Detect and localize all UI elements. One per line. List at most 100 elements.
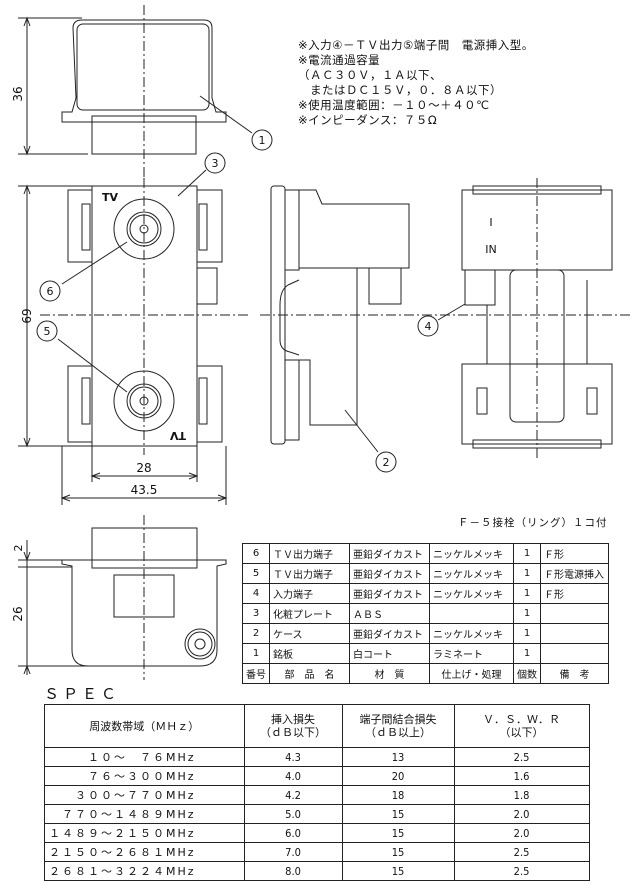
part-remarks xyxy=(540,643,609,664)
insertion-loss: 5.0 xyxy=(243,804,343,824)
callout-1: 1 xyxy=(259,134,266,147)
part-finish: ニッケルメッキ xyxy=(429,583,514,604)
part-material: 白コート xyxy=(349,643,430,664)
insertion-loss: 4.0 xyxy=(243,766,343,786)
vswr: 1.8 xyxy=(453,785,590,805)
header-remarks: 備 考 xyxy=(540,663,609,684)
header-material: 材 質 xyxy=(349,663,430,684)
table-row: ２６８１～３２２４MHz 8.0 15 2.5 xyxy=(44,861,590,881)
dim-26: 26 xyxy=(11,606,25,621)
table-row: ７６～３００MHz 4.0 20 1.6 xyxy=(44,766,590,786)
callout-5: 5 xyxy=(44,325,51,338)
technical-drawing: 36 69 28 43.5 2 26 TV TV I IN 1 2 3 4 5 … xyxy=(11,5,632,680)
part-no: 5 xyxy=(242,563,270,584)
part-finish: ラミネート xyxy=(429,643,514,664)
table-row: 6 ＴＶ出力端子 亜鉛ダイカスト ニッケルメッキ 1 Ｆ形 xyxy=(242,543,609,564)
table-header-row: 番号 部 品 名 材 質 仕上げ・処理 個数 備 考 xyxy=(242,663,609,684)
insertion-loss: 4.2 xyxy=(243,785,343,805)
header-qty: 個数 xyxy=(513,663,541,684)
header-isolation: 端子間結合損失（ｄＢ以上） xyxy=(341,704,455,748)
vswr: 1.6 xyxy=(453,766,590,786)
header-insertion-loss: 挿入損失（ｄＢ以下） xyxy=(243,704,343,748)
part-qty: 1 xyxy=(513,543,541,564)
frequency-band: ２６８１～３２２４MHz xyxy=(44,861,245,881)
top-view xyxy=(18,5,273,178)
frequency-band: ３００～７７０MHz xyxy=(44,785,245,805)
part-material: 亜鉛ダイカスト xyxy=(349,623,430,644)
frequency-band: １４８９～２１５０MHz xyxy=(44,823,245,843)
table-row: 5 ＴＶ出力端子 亜鉛ダイカスト ニッケルメッキ 1 Ｆ形電源挿入 xyxy=(242,563,609,584)
note-current-ac: （ＡＣ３０Ｖ，１Ａ以下、 xyxy=(298,68,442,82)
note-current-dc: またはＤＣ１５Ｖ，０．８Ａ以下） xyxy=(298,83,502,97)
dim-28: 28 xyxy=(136,461,151,475)
vswr: 2.0 xyxy=(453,823,590,843)
part-no: 1 xyxy=(242,643,270,664)
insertion-loss: 7.0 xyxy=(243,842,343,862)
frequency-band: ７７０～１４８９MHz xyxy=(44,804,245,824)
spec-header-row: 周波数帯域（ＭＨｚ） 挿入損失（ｄＢ以下） 端子間結合損失（ｄＢ以上） Ｖ．Ｓ．… xyxy=(44,704,590,748)
callout-3: 3 xyxy=(212,157,219,170)
front-view xyxy=(18,152,250,505)
parts-table: 6 ＴＶ出力端子 亜鉛ダイカスト ニッケルメッキ 1 Ｆ形 5 ＴＶ出力端子 亜… xyxy=(242,543,609,684)
part-remarks: Ｆ形 xyxy=(540,583,609,604)
part-finish: ニッケルメッキ xyxy=(429,543,514,564)
callout-4: 4 xyxy=(425,320,432,333)
label-input-mark: I xyxy=(489,216,492,229)
part-name: ケース xyxy=(269,623,350,644)
spec-notes: ※入力④－ＴＶ出力⑤端子間 電源挿入型。 ※電流通過容量 （ＡＣ３０Ｖ，１Ａ以下… xyxy=(298,38,534,128)
part-name: ＴＶ出力端子 xyxy=(269,563,350,584)
part-qty: 1 xyxy=(513,623,541,644)
part-finish: ニッケルメッキ xyxy=(429,563,514,584)
part-name: 銘板 xyxy=(269,643,350,664)
part-name: ＴＶ出力端子 xyxy=(269,543,350,564)
label-tv-bottom: TV xyxy=(169,429,186,442)
isolation: 15 xyxy=(341,804,455,824)
part-remarks xyxy=(540,603,609,624)
frequency-band: ２１５０～２６８１MHz xyxy=(44,842,245,862)
frequency-band: ７６～３００MHz xyxy=(44,766,245,786)
side-view xyxy=(260,185,440,473)
table-row: ２１５０～２６８１MHz 7.0 15 2.5 xyxy=(44,842,590,862)
label-tv-top: TV xyxy=(102,191,119,204)
part-no: 3 xyxy=(242,603,270,624)
header-finish: 仕上げ・処理 xyxy=(429,663,514,684)
isolation: 13 xyxy=(341,747,455,767)
dim-43-5: 43.5 xyxy=(131,483,158,497)
vswr: 2.5 xyxy=(453,747,590,767)
part-material: 亜鉛ダイカスト xyxy=(349,543,430,564)
table-row: ３００～７７０MHz 4.2 18 1.8 xyxy=(44,785,590,805)
table-row: 3 化粧プレート ＡＢＳ 1 xyxy=(242,603,609,624)
insertion-loss: 6.0 xyxy=(243,823,343,843)
table-row: 4 入力端子 亜鉛ダイカスト ニッケルメッキ 1 Ｆ形 xyxy=(242,583,609,604)
callout-2: 2 xyxy=(383,456,390,469)
table-row: １４８９～２１５０MHz 6.0 15 2.0 xyxy=(44,823,590,843)
spec-table: 周波数帯域（ＭＨｚ） 挿入損失（ｄＢ以下） 端子間結合損失（ｄＢ以上） Ｖ．Ｓ．… xyxy=(44,704,590,881)
table-row: 1 銘板 白コート ラミネート 1 xyxy=(242,643,609,664)
note-temperature: ※使用温度範囲：－１０～＋４０℃ xyxy=(298,98,490,112)
part-finish xyxy=(429,603,514,624)
header-vswr: Ｖ．Ｓ．Ｗ．Ｒ（以下） xyxy=(453,704,590,748)
vswr: 2.0 xyxy=(453,804,590,824)
isolation: 15 xyxy=(341,842,455,862)
dim-2: 2 xyxy=(12,545,25,552)
table-row: ７７０～１４８９MHz 5.0 15 2.0 xyxy=(44,804,590,824)
part-no: 4 xyxy=(242,583,270,604)
rear-view xyxy=(417,178,632,460)
note-impedance: ※インピーダンス：７５Ω xyxy=(298,113,438,127)
bottom-view xyxy=(18,515,227,680)
isolation: 18 xyxy=(341,785,455,805)
part-qty: 1 xyxy=(513,643,541,664)
part-finish: ニッケルメッキ xyxy=(429,623,514,644)
part-material: 亜鉛ダイカスト xyxy=(349,563,430,584)
spec-title: ＳＰＥＣ xyxy=(44,685,121,703)
note-current-capacity: ※電流通過容量 xyxy=(298,53,381,67)
part-name: 化粧プレート xyxy=(269,603,350,624)
accessory-note: Ｆ－５接栓（リング）１コ付 xyxy=(458,517,608,529)
part-qty: 1 xyxy=(513,603,541,624)
part-qty: 1 xyxy=(513,583,541,604)
isolation: 20 xyxy=(341,766,455,786)
header-no: 番号 xyxy=(242,663,270,684)
dim-36: 36 xyxy=(11,86,25,101)
header-part-name: 部 品 名 xyxy=(269,663,350,684)
part-remarks: Ｆ形 xyxy=(540,543,609,564)
